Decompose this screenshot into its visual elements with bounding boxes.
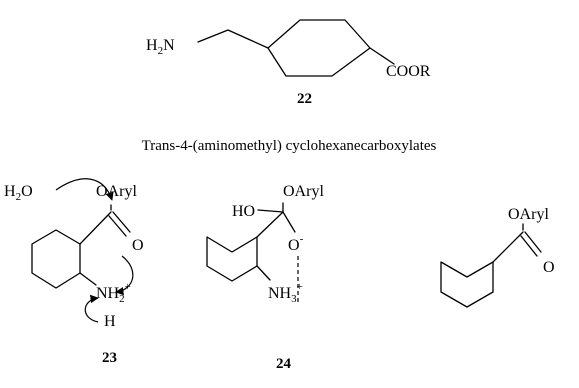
- compound-number-24: 24: [276, 356, 292, 372]
- compound-22: H2N COOR 22: [146, 19, 431, 107]
- ring-to-amine-bond: [256, 265, 271, 281]
- carbonyl-double-bond: [520, 231, 542, 257]
- cyclohexane-ring: [206, 236, 258, 282]
- compound-number-23: 23: [102, 350, 117, 366]
- oaryl-label: OAryl: [508, 206, 549, 223]
- ring-to-carbonyl-bond: [492, 231, 524, 263]
- ring-to-tetrahedral-carbon-bond: [256, 211, 284, 238]
- carbonyl-to-amine-arrow: [115, 255, 134, 296]
- water-label: H2O: [4, 183, 33, 203]
- carbonyl-oxygen-label: O: [543, 259, 555, 276]
- cyclohexane-ring: [440, 261, 494, 308]
- carboxylate-bond: [369, 47, 395, 65]
- compound-23: H2O OAryl O NH2+ H 23: [4, 178, 144, 366]
- carbonyl-oxygen-label: O: [132, 237, 144, 254]
- cyclohexyl-ester: OAryl O: [440, 206, 555, 308]
- proton-transfer-arrow: [84, 294, 99, 323]
- cyclohexane-ring-chair: [267, 19, 371, 77]
- cyclohexane-ring: [31, 229, 81, 289]
- ester-group-label: COOR: [386, 63, 431, 80]
- nucleophilic-attack-arrow: [55, 178, 114, 201]
- ring-to-carbonyl-bond: [79, 211, 112, 245]
- compound-24: HO OAryl O- NH3+ 24: [206, 183, 324, 372]
- amine-group-label: H2N: [146, 37, 175, 57]
- oxyanion-label: O-: [288, 233, 304, 254]
- aminomethyl-bond: [197, 29, 269, 49]
- hydroxyl-bond: [257, 209, 284, 213]
- scheme-caption: Trans-4-(aminomethyl) cyclohexanecarboxy…: [142, 138, 437, 154]
- ammonium-label: NH2+: [96, 281, 131, 305]
- ammonium-label: NH3+: [268, 281, 303, 305]
- oaryl-label: OAryl: [283, 183, 324, 200]
- proton-label: H: [104, 313, 116, 330]
- oxyanion-bond: [282, 211, 296, 233]
- oaryl-label: OAryl: [96, 183, 137, 200]
- carbonyl-double-bond: [108, 211, 131, 237]
- hydroxyl-label: HO: [232, 203, 255, 220]
- ring-to-amine-bond: [79, 272, 97, 286]
- compound-number-22: 22: [297, 91, 312, 107]
